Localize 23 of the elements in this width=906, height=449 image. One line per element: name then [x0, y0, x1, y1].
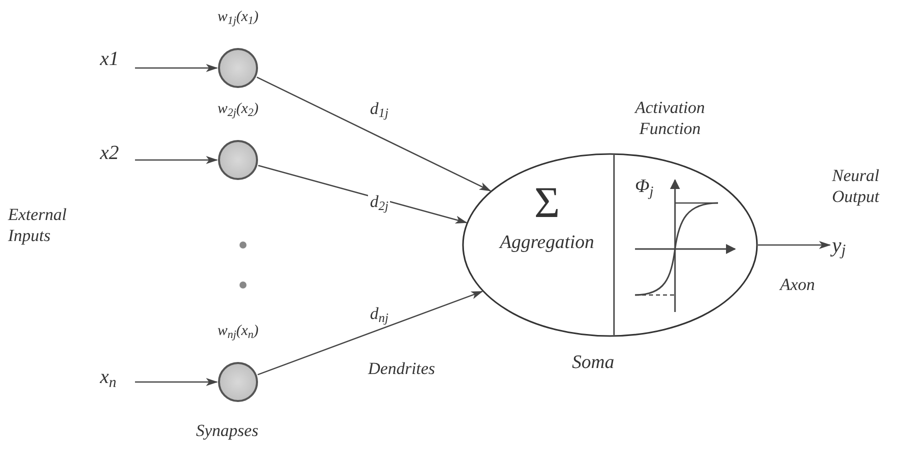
annotation-label: Synapses: [196, 420, 258, 442]
weight-label: w$_{2j}$(x$_{2}$): [217, 102, 259, 121]
arrow: [135, 156, 218, 164]
weight-label: w$_{1j}$(x$_{1}$): [217, 10, 259, 29]
arrow: [256, 76, 492, 192]
input-label: x2: [100, 140, 132, 166]
arrow: [258, 164, 468, 224]
soma-label: Soma: [572, 353, 614, 372]
annotation-label: External Inputs: [8, 204, 68, 246]
weight-label: w$_{nj}$(x$_{n}$): [217, 324, 259, 343]
input-label: x1: [100, 46, 132, 72]
arrow: [257, 290, 484, 376]
arrow: [135, 64, 218, 72]
annotation-label: Dendrites: [368, 358, 436, 380]
sigma-symbol: Σ: [534, 181, 560, 225]
edge-label: Axon: [778, 276, 817, 293]
activation-function-label: Activation Function: [633, 97, 706, 140]
arrow: [135, 378, 218, 386]
aggregation-label: Aggregation: [500, 233, 594, 252]
input-label: x$_{n}$: [100, 364, 132, 390]
annotation-label: Neural Output: [832, 165, 880, 208]
output-label: y$_{j}$: [832, 230, 862, 260]
arrow: [758, 241, 831, 249]
